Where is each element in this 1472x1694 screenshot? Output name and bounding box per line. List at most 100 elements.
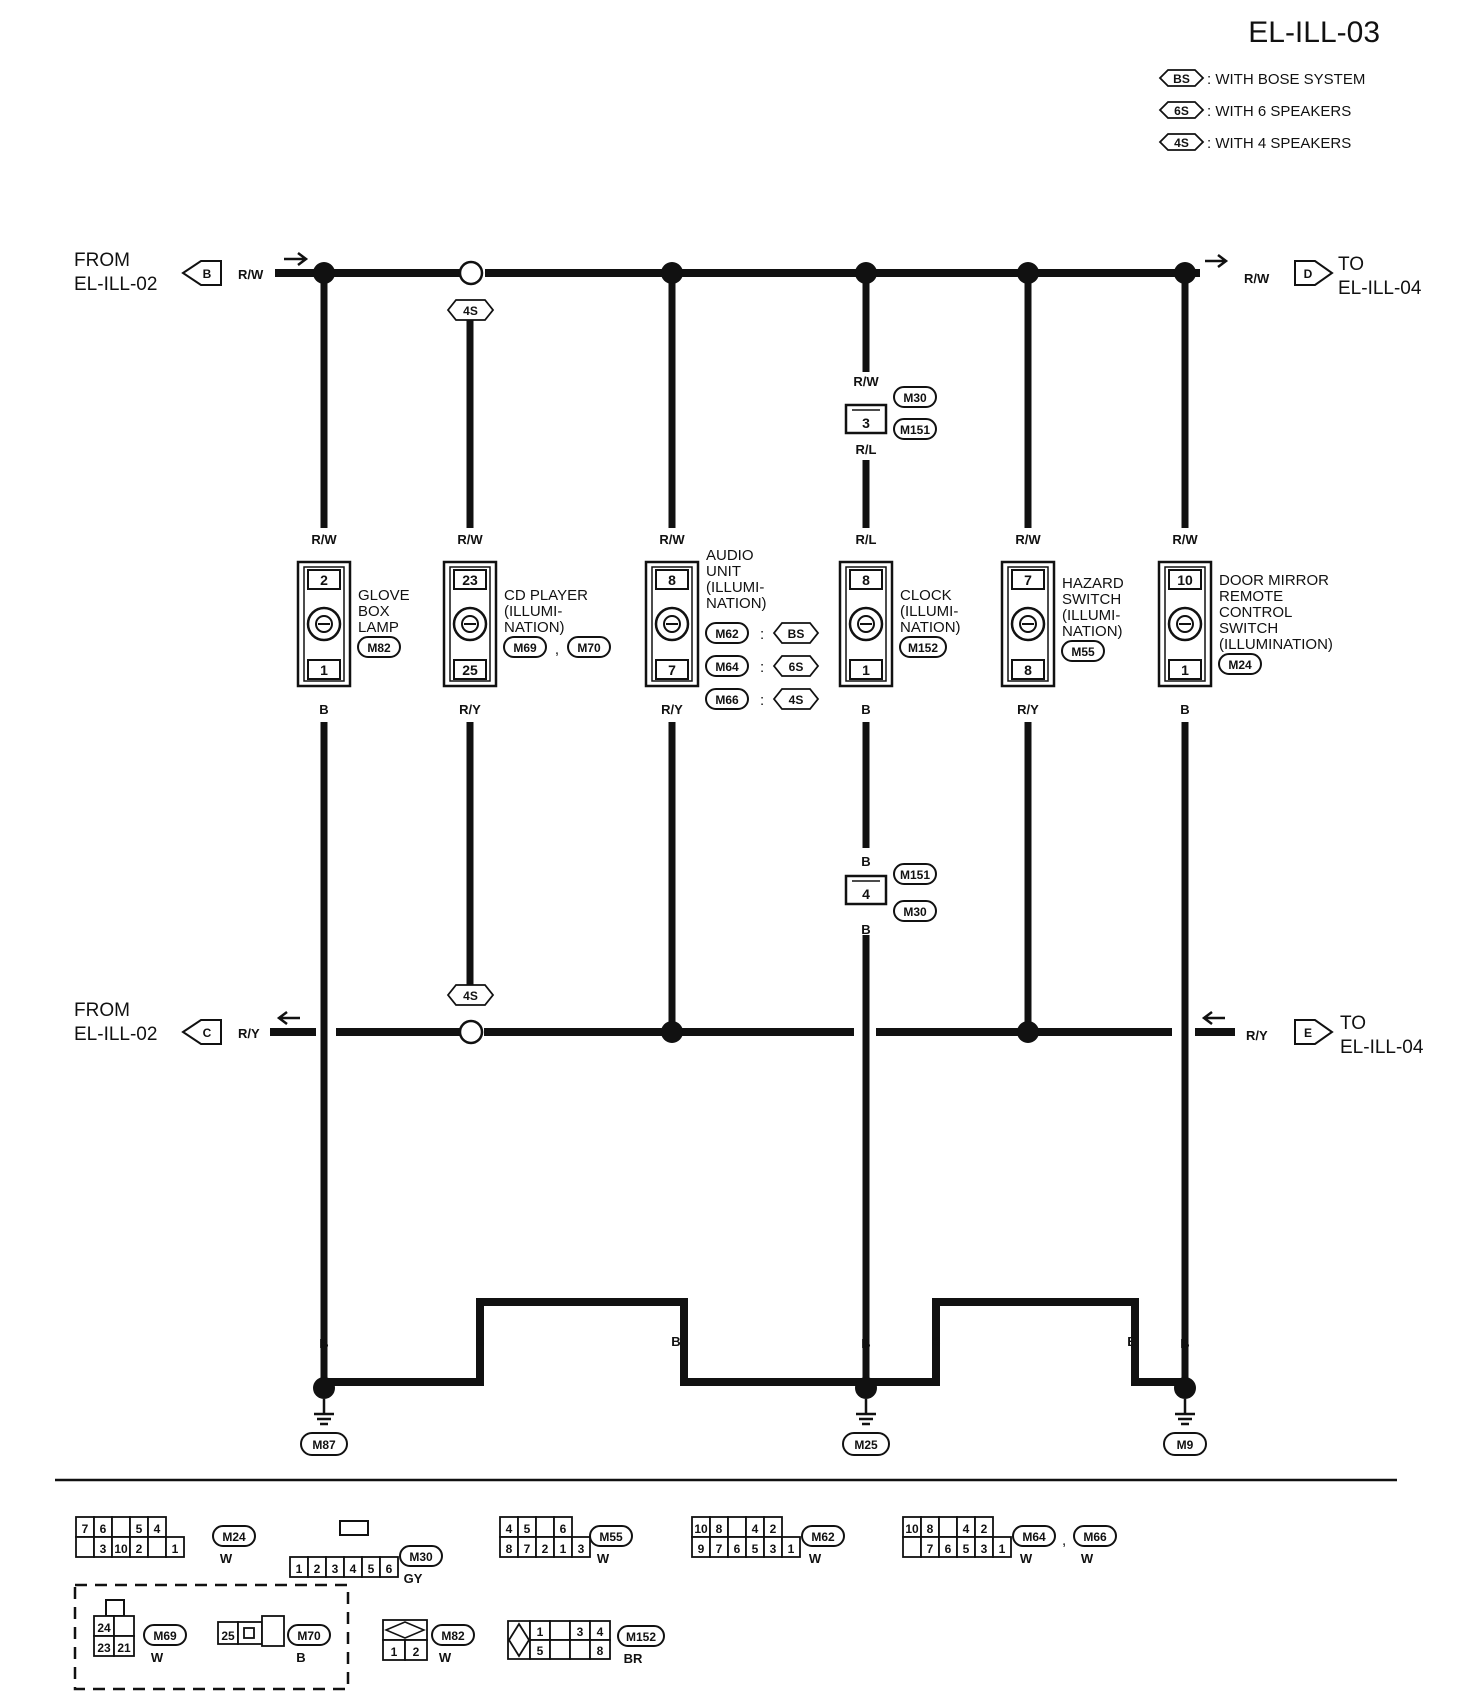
- pin-cell: 3: [577, 1625, 584, 1639]
- junction-open: [458, 260, 484, 286]
- lamp-icon: [848, 606, 884, 642]
- connector-id: M66: [715, 693, 739, 707]
- wire-color: R/Y: [1017, 702, 1039, 717]
- wire-color: R/L: [856, 532, 877, 547]
- lamp-icon: [306, 606, 342, 642]
- option-tag-4s-top: 4S: [446, 299, 495, 321]
- connector-color: B: [296, 1650, 305, 1665]
- wire-color: B: [861, 854, 870, 869]
- wire-color: B: [671, 1334, 680, 1349]
- wire-color: R/W: [457, 532, 483, 547]
- component-label: NATION): [504, 619, 565, 636]
- pin-cell: 3: [981, 1542, 988, 1556]
- pin-cell: 1: [999, 1542, 1006, 1556]
- junction-open: [458, 1019, 484, 1045]
- wire-color: R/L: [856, 442, 877, 457]
- page-id: EL-ILL-03: [1248, 16, 1380, 49]
- to-bottom-letter: E: [1304, 1026, 1312, 1040]
- pin-cell: 1: [788, 1542, 795, 1556]
- pin-cell: 6: [386, 1562, 393, 1576]
- pin-cell: 5: [752, 1542, 759, 1556]
- component-label: CD PLAYER: [504, 587, 588, 604]
- pin-cell: 3: [100, 1542, 107, 1556]
- pin-number: 7: [668, 662, 676, 678]
- wire-color: B: [319, 1336, 328, 1351]
- to-bottom-connector: R/Y E TO EL-ILL-04: [1201, 1011, 1424, 1058]
- component-label: UNIT: [706, 563, 741, 580]
- connector-id: M30: [903, 391, 927, 405]
- pin-cell: 6: [945, 1542, 952, 1556]
- ground-id: M87: [312, 1438, 336, 1452]
- connector-id: M24: [1228, 658, 1252, 672]
- ground-points: M87 M25 M9: [300, 1377, 1207, 1456]
- clock-inline-connector-upper: R/W 3 R/L M30 M151: [844, 374, 937, 457]
- legend-item-bs: BS : WITH BOSE SYSTEM: [1158, 69, 1365, 88]
- to-top-connector: R/W D TO EL-ILL-04: [1205, 254, 1422, 299]
- component-label: BOX: [358, 603, 390, 620]
- pin-cell: 8: [927, 1522, 934, 1536]
- option-code: BS: [788, 627, 805, 641]
- pin-number: 8: [862, 572, 870, 588]
- pin-cell: 10: [114, 1542, 128, 1556]
- pin-number: 1: [862, 662, 870, 678]
- connector-id: M55: [1071, 645, 1095, 659]
- separator: :: [760, 626, 764, 643]
- pin-cell: 1: [560, 1542, 567, 1556]
- connector-id: M24: [222, 1530, 246, 1544]
- wire-color: R/Y: [459, 702, 481, 717]
- pin-number: 23: [462, 572, 478, 588]
- pin-number: 1: [320, 662, 328, 678]
- pin-cell: 7: [927, 1542, 934, 1556]
- pin-cell: 2: [136, 1542, 143, 1556]
- component-label: CLOCK: [900, 587, 952, 604]
- pin-cell: 7: [716, 1542, 723, 1556]
- wire-color: R/W: [1015, 532, 1041, 547]
- pin-cell: 7: [524, 1542, 531, 1556]
- connector-id: M151: [900, 868, 930, 882]
- from-top-line2: EL-ILL-02: [74, 274, 157, 295]
- component-label: (ILLUMI-: [1062, 607, 1120, 624]
- junction-dot: [855, 262, 877, 284]
- connector-id: M69: [153, 1629, 177, 1643]
- lamp-icon: [1010, 606, 1046, 642]
- component-label: HAZARD: [1062, 575, 1124, 592]
- ground-m25: M25: [842, 1377, 890, 1456]
- wire-color: R/W: [1172, 532, 1198, 547]
- legend-text: : WITH 6 SPEAKERS: [1207, 103, 1351, 120]
- pin-cell: 4: [350, 1562, 357, 1576]
- legend-code: 6S: [1174, 104, 1189, 118]
- pin-cell: 10: [694, 1522, 708, 1536]
- connector-id: M70: [297, 1629, 321, 1643]
- wire-color: B: [861, 922, 870, 937]
- pin-cell: 4: [154, 1522, 161, 1536]
- legend-code: BS: [1173, 72, 1190, 86]
- component-label: (ILLUMI-: [504, 603, 562, 620]
- connector-id: M30: [409, 1550, 433, 1564]
- to-top-letter: D: [1304, 267, 1313, 281]
- lamp-icon: [452, 606, 488, 642]
- pin-cell: 4: [963, 1522, 970, 1536]
- legend-text: : WITH 4 SPEAKERS: [1207, 135, 1351, 152]
- pin-cell: 9: [698, 1542, 705, 1556]
- component-label: NATION): [900, 619, 961, 636]
- wire-color: B: [1180, 1336, 1189, 1351]
- pin-cell: 1: [172, 1542, 179, 1556]
- component-label: NATION): [1062, 623, 1123, 640]
- junction-dot: [1017, 262, 1039, 284]
- connector-id: M152: [908, 641, 938, 655]
- pin-number: 4: [862, 886, 870, 902]
- junctions: [313, 260, 1196, 1045]
- pin-cell: 5: [963, 1542, 970, 1556]
- junction-dot: [1017, 1021, 1039, 1043]
- component-label: SWITCH: [1219, 620, 1278, 637]
- pin-cell: 6: [560, 1522, 567, 1536]
- pin-number: 1: [1181, 662, 1189, 678]
- separator: ,: [555, 641, 559, 658]
